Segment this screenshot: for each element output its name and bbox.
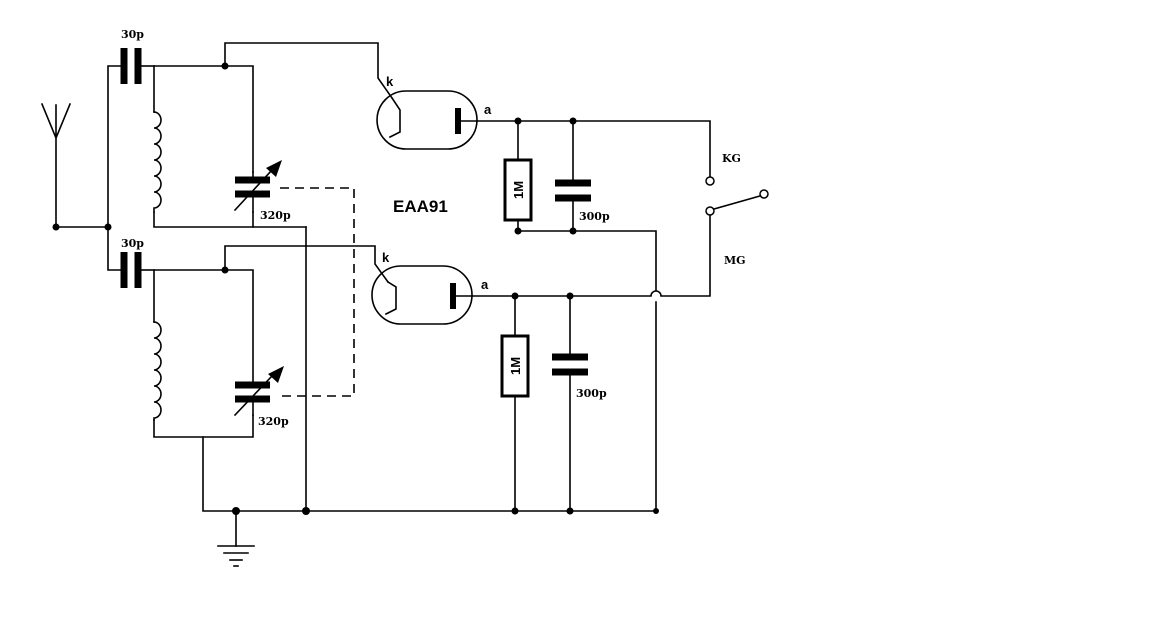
antenna-feed-wire — [107, 65, 122, 271]
antenna-symbol — [40, 102, 112, 231]
load-resistor-bottom: 1M — [500, 334, 530, 398]
coupling-capacitor-bottom — [120, 252, 155, 288]
ground-symbol — [217, 510, 255, 567]
coupling-capacitor-bottom-label: 30p — [121, 237, 144, 250]
cathode-label-bottom: k — [382, 250, 390, 265]
tuning-capacitor-bottom-label: 320p — [258, 415, 289, 428]
ganged-tuning-link — [280, 187, 355, 397]
switch-label-kg: KG — [722, 152, 741, 165]
tube-type-label: EAA91 — [393, 197, 448, 216]
inductor-bottom — [153, 321, 162, 421]
filter-capacitor-bottom-label: 300p — [576, 387, 607, 400]
anode-label-top: a — [484, 102, 492, 117]
tuning-capacitor-top — [233, 160, 282, 213]
bottom-load-wires — [471, 211, 711, 512]
bottom-tank-wires — [153, 269, 254, 438]
selector-switch — [705, 176, 769, 216]
tuning-capacitor-top-label: 320p — [260, 209, 291, 222]
inductor-top — [153, 111, 162, 213]
load-resistor-top-label: 1M — [511, 181, 526, 199]
coupling-capacitor-top-label: 30p — [121, 28, 144, 41]
cathode-label-top: k — [386, 74, 394, 89]
load-resistor-top: 1M — [503, 158, 533, 222]
tuning-capacitor-bottom — [233, 366, 284, 417]
diode-tube-bottom — [371, 265, 473, 325]
filter-capacitor-bottom — [552, 353, 588, 376]
switch-label-mg: MG — [724, 254, 746, 267]
top-load-wires — [476, 120, 711, 291]
filter-capacitor-top-label: 300p — [579, 210, 610, 223]
top-tank-wires — [153, 65, 254, 228]
bottom-tube-cathode-feed — [224, 245, 390, 284]
filter-capacitor-top — [555, 179, 591, 202]
anode-label-bottom: a — [481, 277, 489, 292]
coupling-capacitor-top — [120, 48, 155, 84]
diode-tube-top — [376, 90, 478, 150]
ground-bus — [202, 226, 657, 512]
load-resistor-bottom-label: 1M — [508, 357, 523, 375]
top-tube-cathode-feed — [224, 42, 394, 100]
